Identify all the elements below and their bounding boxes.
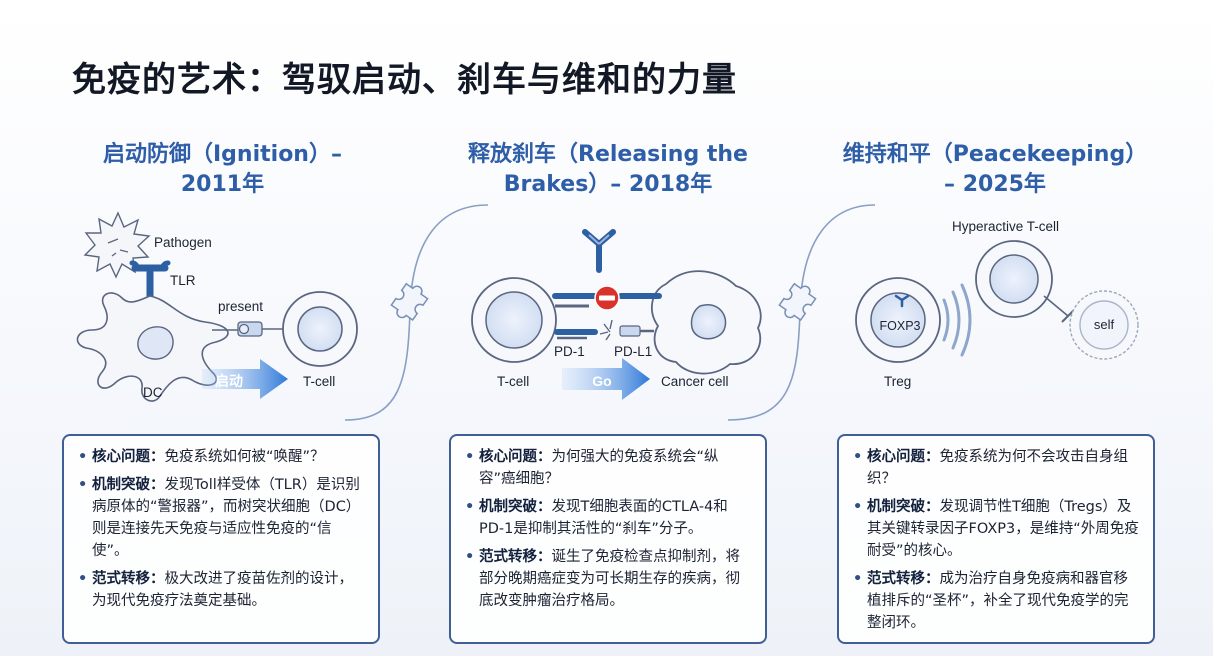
t-cell-label-2: T-cell (497, 374, 529, 389)
pathogen-label: Pathogen (154, 235, 212, 250)
column-1-title-line2: 2011年 (180, 172, 265, 197)
dc-label: DC (143, 385, 163, 400)
ignition-arrow-label: 启动 (215, 373, 243, 389)
ctla4-receptor-pair (552, 293, 662, 308)
tlr-label: TLR (170, 273, 196, 288)
t-cell-icon (282, 291, 358, 367)
go-arrow-label: Go (592, 373, 611, 389)
signal-waves-icon (942, 283, 972, 357)
self-cell-icon (1069, 290, 1139, 360)
card-ignition-item: 核心问题：免疫系统如何被“唤醒”？ (78, 446, 364, 468)
card-brakes: 核心问题：为何强大的免疫系统会“纵容”癌细胞？ 机制突破：发现T细胞表面的CTL… (449, 434, 767, 644)
column-2-title-line1: 释放刹车（Releasing the (468, 142, 748, 167)
pd1-label: PD-1 (554, 344, 585, 359)
treg-label: Treg (884, 374, 911, 389)
column-3-title: 维持和平（Peacekeeping） – 2025年 (830, 140, 1160, 200)
hyperactive-t-cell-label: Hyperactive T-cell (952, 219, 1059, 234)
card-peacekeeping: 核心问题：免疫系统为何不会攻击自身组织？ 机制突破：发现调节性T细胞（Tregs… (837, 434, 1155, 644)
ignition-arrow: 启动 (202, 359, 288, 399)
card-peacekeeping-item: 机制突破：发现调节性T细胞（Tregs）及其关键转录因子FOXP3，是维持“外周… (853, 496, 1139, 562)
card-peacekeeping-list: 核心问题：免疫系统为何不会攻击自身组织？ 机制突破：发现调节性T细胞（Tregs… (853, 446, 1139, 634)
column-3-title-line2: – 2025年 (944, 172, 1046, 197)
column-2-title-line2: Brakes）– 2018年 (503, 172, 713, 197)
puzzle-icon (390, 282, 429, 322)
card-brakes-item: 机制突破：发现T细胞表面的CTLA-4和PD-1是抑制其活性的“刹车”分子。 (465, 496, 751, 540)
stop-sign-icon (594, 285, 620, 311)
card-brakes-list: 核心问题：为何强大的免疫系统会“纵容”癌细胞？ 机制突破：发现T细胞表面的CTL… (465, 446, 751, 612)
hyperactive-t-cell-icon (975, 240, 1053, 318)
card-brakes-item: 核心问题：为何强大的免疫系统会“纵容”癌细胞？ (465, 446, 751, 490)
go-arrow: Go (562, 358, 650, 400)
card-ignition-list: 核心问题：免疫系统如何被“唤醒”？ 机制突破：发现Toll样受体（TLR）是识别… (78, 446, 364, 612)
card-ignition: 核心问题：免疫系统如何被“唤醒”？ 机制突破：发现Toll样受体（TLR）是识别… (62, 434, 380, 644)
t-cell-icon (471, 277, 557, 363)
antigen-presentation-icon (212, 321, 284, 337)
pdl1-label: PD-L1 (614, 344, 652, 359)
card-ignition-item: 机制突破：发现Toll样受体（TLR）是识别病原体的“警报器”，而树突状细胞（D… (78, 474, 364, 562)
card-brakes-item: 范式转移：诞生了免疫检查点抑制剂，将部分晚期癌症变为可长期生存的疾病，彻底改变肿… (465, 546, 751, 612)
cancer-cell-icon (651, 270, 762, 375)
card-ignition-item: 范式转移：极大改进了疫苗佐剂的设计，为现代免疫疗法奠定基础。 (78, 568, 364, 612)
t-cell-label: T-cell (303, 374, 335, 389)
present-label: present (218, 299, 263, 314)
self-label: self (1094, 317, 1115, 332)
card-peacekeeping-item: 范式转移：成为治疗自身免疫病和器官移植排斥的“圣杯”，补全了现代免疫学的完整闭环… (853, 568, 1139, 634)
dendritic-cell-icon (76, 292, 229, 402)
treg-cell-icon (855, 277, 941, 363)
column-1-title: 启动防御（Ignition）– 2011年 (70, 140, 375, 200)
tlr-receptor-icon (129, 260, 171, 302)
foxp3-label: FOXP3 (880, 319, 921, 333)
pd1-pdl1-pair (554, 319, 654, 341)
antibody-icon (582, 229, 616, 273)
cancer-cell-label: Cancer cell (661, 374, 729, 389)
puzzle-icon (778, 282, 817, 322)
page-title: 免疫的艺术：驾驭启动、刹车与维和的力量 (72, 60, 737, 100)
inhibition-line (1043, 295, 1075, 323)
card-peacekeeping-item: 核心问题：免疫系统为何不会攻击自身组织？ (853, 446, 1139, 490)
column-1-title-line1: 启动防御（Ignition）– (103, 142, 342, 167)
column-3-title-line1: 维持和平（Peacekeeping） (842, 142, 1148, 167)
column-2-title: 释放刹车（Releasing the Brakes）– 2018年 (448, 140, 768, 200)
